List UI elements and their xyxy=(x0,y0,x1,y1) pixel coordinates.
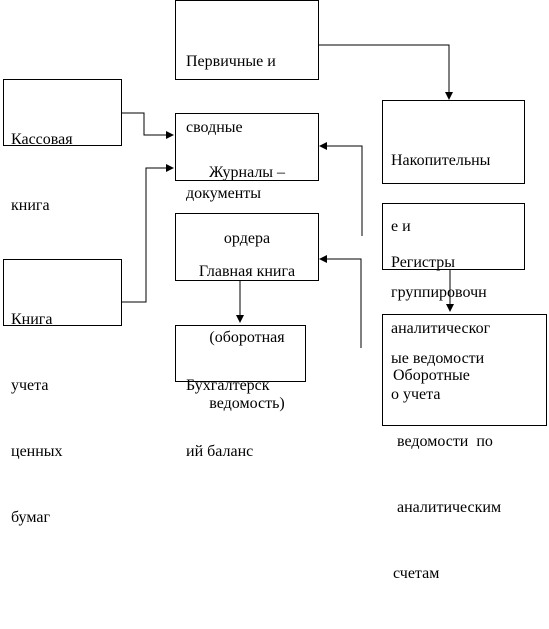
node-journal-orders-label: Журналы – ордера xyxy=(175,118,319,294)
text-line: группировочн xyxy=(391,284,487,301)
text-line: ведомость) xyxy=(209,395,285,412)
node-balance-sheet xyxy=(175,325,306,382)
text-line: е и xyxy=(391,218,411,235)
connector-layer xyxy=(121,44,454,348)
text-line: Регистры xyxy=(391,254,455,271)
text-line: Главная книга xyxy=(198,263,296,280)
arrow-cashbook-to-journal xyxy=(121,112,174,139)
node-accumulative-statements xyxy=(382,100,525,184)
text-line: ий баланс xyxy=(186,443,254,460)
text-line: ые ведомости xyxy=(391,350,485,367)
node-balance-sheet-label: Бухгалтерск ий баланс xyxy=(186,331,270,507)
text-line: учета xyxy=(11,377,49,394)
node-general-ledger xyxy=(175,213,319,281)
text-line: ордера xyxy=(223,230,271,247)
text-line: счетам xyxy=(393,565,440,582)
arrow-to-journal-from-right xyxy=(319,142,363,236)
text-line: Накопительны xyxy=(391,152,491,169)
node-securities-book xyxy=(3,259,122,326)
text-line: Оборотные xyxy=(393,367,470,384)
node-accumulative-statements-label: Накопительны е и группировочн ые ведомос… xyxy=(391,106,490,414)
arrow-primary-to-accumulative xyxy=(318,44,453,100)
text-line: книга xyxy=(11,197,50,214)
node-general-ledger-label: Главная книга (оборотная ведомость) xyxy=(175,217,319,459)
text-line: Книга xyxy=(11,311,53,328)
node-cash-book xyxy=(3,79,122,146)
node-securities-book-label: Книга учета ценных бумаг xyxy=(11,265,63,573)
text-line: ценных xyxy=(11,443,63,460)
node-journal-orders xyxy=(175,113,319,181)
text-line: сводные xyxy=(186,119,243,136)
text-line: аналитическог xyxy=(391,320,491,337)
text-line: (оборотная xyxy=(209,329,285,346)
node-analytic-registers xyxy=(382,203,525,270)
text-line: Первичные и xyxy=(186,53,276,70)
node-turnover-statements xyxy=(382,314,547,426)
text-line: аналитическим xyxy=(393,499,502,516)
node-cash-book-label: Кассовая книга xyxy=(11,85,73,261)
arrow-securities-to-journal xyxy=(122,164,174,303)
text-line: Бухгалтерск xyxy=(186,377,270,394)
text-line: бумаг xyxy=(11,509,50,526)
text-line: Кассовая xyxy=(11,131,73,148)
text-line: документы xyxy=(186,185,262,202)
text-line: ведомости по xyxy=(393,433,493,450)
node-analytic-registers-label: Регистры аналитическог о учета xyxy=(391,208,490,450)
accounting-flow-diagram: Первичные и сводные документы Кассовая к… xyxy=(3,0,547,582)
node-primary-documents xyxy=(175,0,319,80)
text-line: о учета xyxy=(391,386,441,403)
node-turnover-statements-label: Оборотные ведомости по аналитическим сче… xyxy=(393,321,501,629)
text-line: Журналы – xyxy=(208,164,286,181)
node-primary-documents-label: Первичные и сводные документы xyxy=(186,7,276,249)
arrow-to-ledger-from-right xyxy=(319,255,362,348)
